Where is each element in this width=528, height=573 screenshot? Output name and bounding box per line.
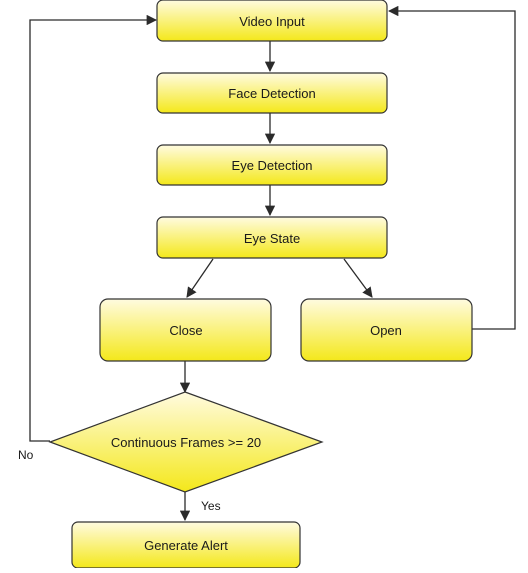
node-eye-detection-label: Eye Detection [232, 158, 313, 173]
edge-no-to-video [29, 14, 158, 442]
edge-open-to-video [387, 5, 516, 330]
node-face-detection: Face Detection [156, 72, 388, 114]
edge-state-to-close [186, 258, 214, 298]
node-decision-label: Continuous Frames >= 20 [111, 435, 261, 450]
node-eye-state-label: Eye State [244, 231, 300, 246]
node-face-detection-label: Face Detection [228, 86, 315, 101]
node-open-label: Open [370, 323, 402, 338]
node-eye-state: Eye State [156, 216, 388, 259]
edges [29, 5, 516, 522]
node-video-input-label: Video Input [239, 14, 305, 29]
edge-label-yes: Yes [201, 499, 221, 513]
node-video-input: Video Input [156, 0, 388, 42]
edge-state-to-open [343, 258, 373, 298]
node-generate-alert: Generate Alert [71, 521, 301, 569]
node-open: Open [300, 298, 473, 362]
node-generate-alert-label: Generate Alert [144, 538, 228, 553]
node-decision: Continuous Frames >= 20 [48, 391, 324, 493]
node-eye-detection: Eye Detection [156, 144, 388, 186]
node-close-label: Close [169, 323, 202, 338]
node-close: Close [99, 298, 272, 362]
edge-label-no: No [18, 448, 34, 462]
